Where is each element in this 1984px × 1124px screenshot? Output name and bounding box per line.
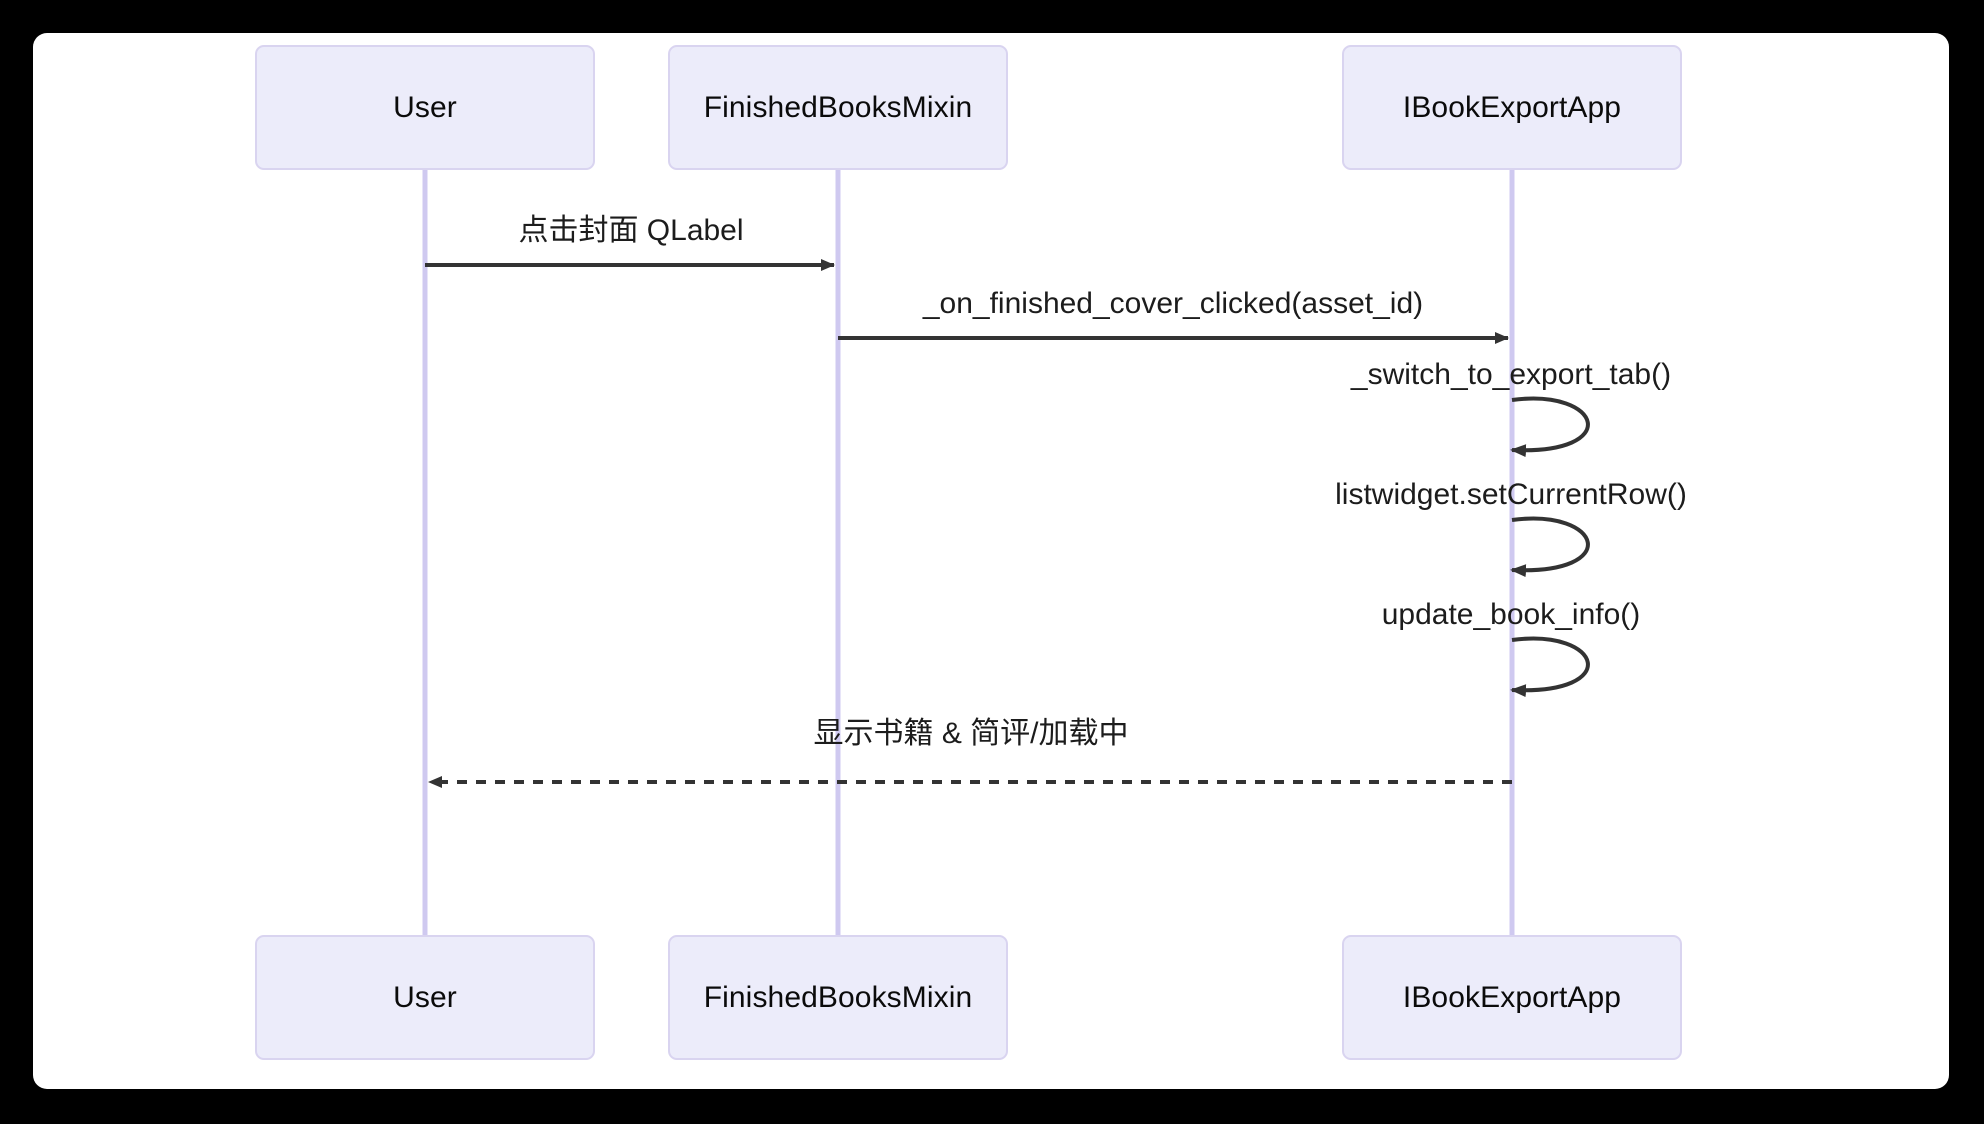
message-label-6: 显示书籍 & 简评/加载中 (813, 717, 1129, 750)
message-label-5: update_book_info() (1381, 598, 1641, 631)
participant-label-user: User (393, 90, 457, 124)
message-label-3: _switch_to_export_tab() (1350, 358, 1672, 391)
participant-label-ibook-export-app: IBookExportApp (1402, 90, 1622, 124)
message-arrow-5-selfloop (1510, 636, 1590, 698)
participant-box-top-ibook-export-app[interactable]: IBookExportApp (1342, 45, 1682, 170)
sequence-diagram: User FinishedBooksMixin IBookExportApp U… (33, 33, 1949, 1089)
participant-label-bottom-ibook-export-app: IBookExportApp (1402, 980, 1622, 1014)
participant-box-top-user[interactable]: User (255, 45, 595, 170)
message-label-1: 点击封面 QLabel (518, 214, 744, 247)
participant-box-bottom-finished-books-mixin[interactable]: FinishedBooksMixin (668, 935, 1008, 1060)
participant-label-finished-books-mixin: FinishedBooksMixin (703, 90, 973, 124)
diagram-vector-layer (422, 170, 1590, 935)
message-arrow-4-selfloop (1510, 516, 1590, 578)
participant-box-bottom-ibook-export-app[interactable]: IBookExportApp (1342, 935, 1682, 1060)
message-label-2: _on_finished_cover_clicked(asset_id) (922, 287, 1424, 320)
participant-box-top-finished-books-mixin[interactable]: FinishedBooksMixin (668, 45, 1008, 170)
participant-label-bottom-user: User (393, 980, 457, 1014)
lifelines (422, 170, 1515, 935)
message-label-4: listwidget.setCurrentRow() (1335, 478, 1687, 511)
participant-label-bottom-finished-books-mixin: FinishedBooksMixin (703, 980, 973, 1014)
participant-box-bottom-user[interactable]: User (255, 935, 595, 1060)
message-arrow-3-selfloop (1510, 396, 1590, 458)
diagram-panel: User FinishedBooksMixin IBookExportApp U… (33, 33, 1949, 1089)
